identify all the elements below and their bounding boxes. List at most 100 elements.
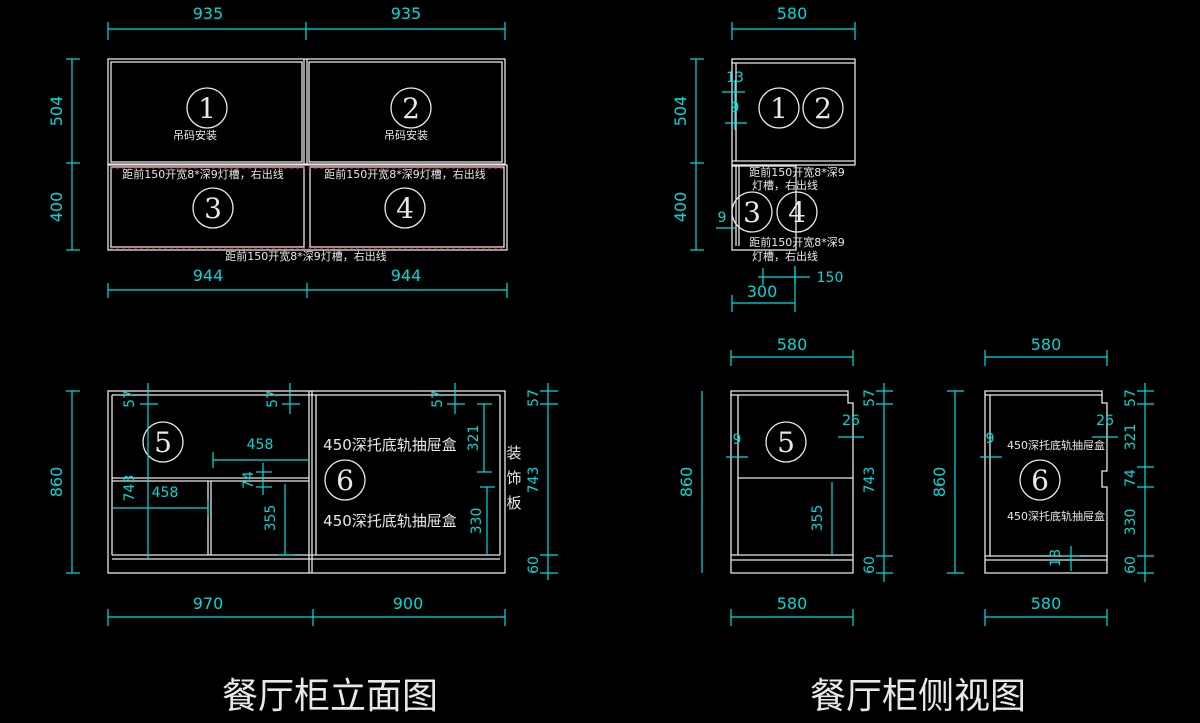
side-view-cabinet-5: 5 9 26 355 580 580 860 57 743 60 xyxy=(677,335,893,626)
drawer-note: 450深托底轨抽屉盒 xyxy=(1007,509,1105,523)
dim-150: 150 xyxy=(817,270,844,286)
dim-743: 743 xyxy=(526,467,542,494)
marker-circle xyxy=(186,87,228,129)
light-slot-note: 距前150开宽8*深9灯槽，右出线 xyxy=(225,249,387,263)
light-slot-note: 距前150开宽8*深9灯槽，右出线 xyxy=(324,167,486,181)
marker-5: 5 xyxy=(154,426,172,459)
marker-circle xyxy=(192,187,234,229)
panel-label-char: 板 xyxy=(506,494,521,512)
upper-cabinet-2 xyxy=(308,61,503,163)
dim-26: 26 xyxy=(1096,413,1114,429)
dim-355: 355 xyxy=(263,505,279,532)
hang-note: 吊码安装 xyxy=(173,128,217,142)
wall-cabinet-3 xyxy=(110,166,305,248)
front-upper-elevation: 1 2 3 4 吊码安装 吊码安装 距前150开宽8*深9灯槽，右出线 距前15… xyxy=(47,4,508,298)
panel-label-char: 饰 xyxy=(506,469,521,487)
dim-57: 57 xyxy=(526,389,542,407)
lower-wall-cabinet-outline xyxy=(107,164,508,251)
marker-2: 2 xyxy=(814,92,832,125)
dim-9: 9 xyxy=(731,100,740,116)
dimension-left: 504 400 xyxy=(47,58,80,251)
upper-cabinet-1 xyxy=(110,61,303,163)
dim-57: 57 xyxy=(265,390,281,408)
dim-9: 9 xyxy=(718,210,727,226)
marker-6: 6 xyxy=(336,464,354,497)
side-upper-view: 1 2 3 4 距前150开宽8*深9 灯槽，右出线 距前150开宽8*深9 灯… xyxy=(671,4,856,312)
dim-504: 504 xyxy=(47,96,66,127)
light-slot-note: 距前150开宽8*深9 xyxy=(749,165,845,179)
dim-944: 944 xyxy=(391,266,422,285)
dim-9: 9 xyxy=(733,432,742,448)
dim-580: 580 xyxy=(777,4,808,23)
dim-970: 970 xyxy=(193,594,224,613)
dimension-bottom: 944 944 xyxy=(107,266,508,298)
dim-400: 400 xyxy=(47,192,66,223)
side-outline xyxy=(730,390,854,574)
base-cabinet-outline xyxy=(107,390,506,574)
dim-900: 900 xyxy=(393,594,424,613)
dim-13: 13 xyxy=(726,70,744,86)
marker-3: 3 xyxy=(204,192,222,225)
panel-label-char: 装 xyxy=(506,444,521,462)
dim-743: 743 xyxy=(122,475,138,502)
dim-580: 580 xyxy=(777,594,808,613)
marker-circle xyxy=(390,87,432,129)
dim-580: 580 xyxy=(1031,335,1062,354)
dim-580: 580 xyxy=(1031,594,1062,613)
dim-458: 458 xyxy=(247,437,274,453)
front-lower-elevation: 5 6 450深托底轨抽屉盒 450深托底轨抽屉盒 装 饰 板 57 57 57… xyxy=(47,383,558,626)
marker-4: 4 xyxy=(788,196,806,229)
marker-2: 2 xyxy=(402,92,420,125)
light-slot-note: 灯槽，右出线 xyxy=(752,249,818,263)
light-slot-note: 距前150开宽8*深9灯槽，右出线 xyxy=(122,167,284,181)
dim-860: 860 xyxy=(47,467,66,498)
marker-6: 6 xyxy=(1031,464,1049,497)
dim-580: 580 xyxy=(777,335,808,354)
drawer-note: 450深托底轨抽屉盒 xyxy=(323,436,457,454)
title-elevation: 餐厅柜立面图 xyxy=(222,676,438,717)
dim-935: 935 xyxy=(391,4,422,23)
drawer-note: 450深托底轨抽屉盒 xyxy=(323,512,457,530)
dim-74: 74 xyxy=(241,471,257,489)
light-slot-note: 距前150开宽8*深9 xyxy=(749,235,845,249)
light-slot-note: 灯槽，右出线 xyxy=(752,178,818,192)
dim-860: 860 xyxy=(677,467,696,498)
hang-note: 吊码安装 xyxy=(384,128,428,142)
dim-330: 330 xyxy=(469,508,485,535)
dim-458: 458 xyxy=(152,485,179,501)
dimension-top: 935 935 xyxy=(107,4,506,40)
dim-18: 18 xyxy=(1048,549,1064,567)
dim-74: 74 xyxy=(1123,469,1139,487)
dim-300: 300 xyxy=(747,282,778,301)
marker-5: 5 xyxy=(777,426,795,459)
marker-4: 4 xyxy=(396,192,414,225)
marker-3: 3 xyxy=(743,196,761,229)
dim-57: 57 xyxy=(430,390,446,408)
dim-330: 330 xyxy=(1123,509,1139,536)
dim-355: 355 xyxy=(810,505,826,532)
dim-60: 60 xyxy=(862,556,878,574)
dim-321: 321 xyxy=(466,425,482,452)
dim-26: 26 xyxy=(842,413,860,429)
side-view-cabinet-6: 6 450深托底轨抽屉盒 450深托底轨抽屉盒 9 26 18 580 580 … xyxy=(930,335,1154,626)
dim-743: 743 xyxy=(862,467,878,494)
dim-400: 400 xyxy=(671,192,690,223)
title-side-view: 餐厅柜侧视图 xyxy=(810,676,1026,717)
dim-504: 504 xyxy=(671,96,690,127)
dim-60: 60 xyxy=(526,556,542,574)
dim-944: 944 xyxy=(193,266,224,285)
upper-side-outline xyxy=(731,58,856,166)
dim-57: 57 xyxy=(122,390,138,408)
dim-935: 935 xyxy=(193,4,224,23)
dim-321: 321 xyxy=(1123,424,1139,451)
dim-57: 57 xyxy=(1123,389,1139,407)
dim-57: 57 xyxy=(862,389,878,407)
dim-9: 9 xyxy=(986,431,995,447)
marker-circle xyxy=(384,187,426,229)
dim-60: 60 xyxy=(1123,556,1139,574)
dim-860: 860 xyxy=(930,467,949,498)
marker-1: 1 xyxy=(770,92,788,125)
marker-1: 1 xyxy=(198,92,216,125)
drawer-note: 450深托底轨抽屉盒 xyxy=(1007,438,1105,452)
